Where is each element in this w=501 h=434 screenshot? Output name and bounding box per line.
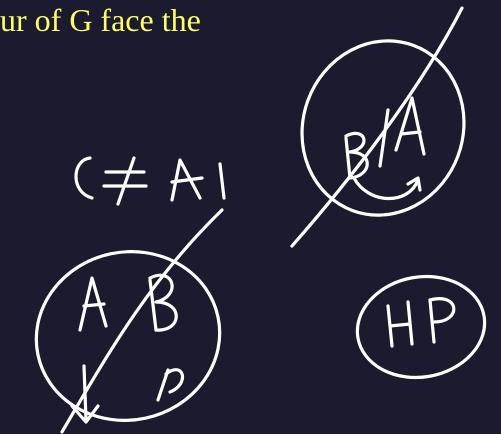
smile-arrow-glyph xyxy=(352,176,422,201)
bottom-right-circle-outline xyxy=(355,274,487,380)
letter-b-glyph-2 xyxy=(148,273,178,332)
top-right-slash-stroke xyxy=(290,6,464,248)
annotation-bottom-right-circle xyxy=(355,274,487,380)
stroke-after-a-glyph xyxy=(218,162,226,200)
letter-c-glyph xyxy=(74,156,94,200)
bottom-left-slash-stroke xyxy=(60,208,224,434)
not-equal-glyph xyxy=(102,156,148,206)
letter-h-glyph xyxy=(386,300,414,348)
slide-heading-text: ur of G face the xyxy=(0,2,201,38)
letter-p-glyph xyxy=(156,368,185,402)
letter-a-glyph-2 xyxy=(170,158,204,202)
annotation-top-right-circle xyxy=(290,6,466,248)
bottom-left-circle-outline xyxy=(34,250,222,422)
divider-glyph xyxy=(378,108,390,168)
top-right-circle-outline xyxy=(300,39,466,217)
letter-a-glyph xyxy=(394,96,426,156)
annotation-c-not-a xyxy=(74,156,226,206)
letter-a-glyph-3 xyxy=(78,276,108,332)
letter-p-glyph-2 xyxy=(428,297,456,344)
down-arrow-glyph xyxy=(70,364,100,424)
letter-b-glyph xyxy=(344,131,369,180)
annotation-bottom-left-circle xyxy=(34,208,224,434)
